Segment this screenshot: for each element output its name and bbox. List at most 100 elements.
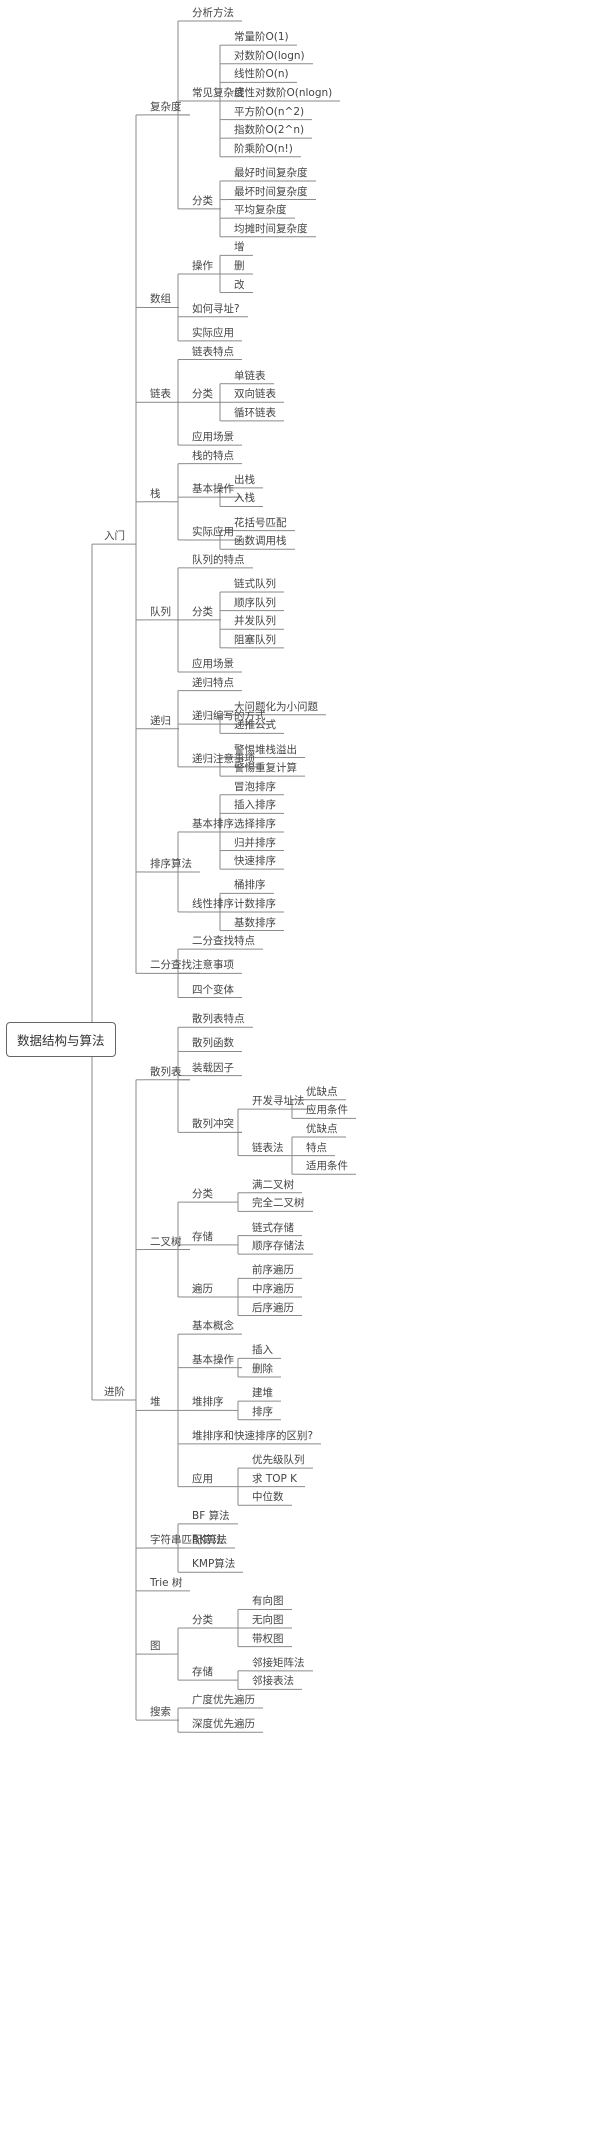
node-0-7[interactable]: 二分查找 [150,959,192,972]
node-0-2-1-1[interactable]: 双向链表 [234,388,276,401]
node-0-0-1-6[interactable]: 阶乘阶O(n!) [234,142,293,155]
node-1-2-4-0[interactable]: 优先级队列 [252,1454,305,1467]
node-0-0-1-2[interactable]: 线性阶O(n) [234,68,289,81]
node-0-3-0[interactable]: 栈的特点 [192,449,234,462]
node-0-2-1[interactable]: 分类 [192,388,213,401]
node-0-0-2-0[interactable]: 最好时间复杂度 [234,166,308,179]
node-0-7-0[interactable]: 二分查找特点 [192,935,255,948]
node-0-4-1-1[interactable]: 顺序队列 [234,596,276,609]
node-1-5-1-1[interactable]: 邻接表法 [252,1675,294,1688]
node-1-2-1[interactable]: 基本操作 [192,1353,234,1366]
node-0-7-2[interactable]: 四个变体 [192,983,234,996]
node-1-2-4-1[interactable]: 求 TOP K [252,1472,298,1485]
node-1-0-2[interactable]: 装载因子 [192,1061,234,1074]
node-0-0-1-5[interactable]: 指数阶O(2^n) [234,124,305,137]
node-1-1-2-0[interactable]: 前序遍历 [252,1264,294,1277]
node-0-5-1-0[interactable]: 大问题化为小问题 [234,700,318,713]
node-0-6-0-3[interactable]: 归并排序 [234,836,276,849]
node-0-6-0[interactable]: 基本排序 [192,817,234,830]
node-1-1-0[interactable]: 分类 [192,1188,213,1201]
node-0[interactable]: 入门 [104,530,125,543]
node-0-0-1-3[interactable]: 线性对数阶O(nlogn) [234,86,333,99]
node-0-1-2[interactable]: 实际应用 [192,326,234,339]
node-1-1-1-1[interactable]: 顺序存储法 [252,1240,305,1253]
node-0-5-2-1[interactable]: 警惕重复计算 [234,762,297,775]
node-1-5-1[interactable]: 存储 [192,1666,213,1679]
node-1-2-0[interactable]: 基本概念 [192,1320,234,1333]
node-1-6-0[interactable]: 广度优先遍历 [192,1694,255,1707]
node-1-6[interactable]: 搜索 [150,1706,171,1719]
node-0-3-1-0[interactable]: 出栈 [234,473,255,486]
node-0-5[interactable]: 递归 [150,714,171,727]
node-0-3-1[interactable]: 基本操作 [192,483,234,496]
node-1-3[interactable]: 字符串匹配算法 [150,1534,224,1547]
node-0-1-0-0[interactable]: 增 [234,241,245,254]
node-1-1[interactable]: 二叉树 [150,1235,182,1248]
node-0-4-0[interactable]: 队列的特点 [192,553,245,566]
node-1-0-1[interactable]: 散列函数 [192,1037,234,1050]
node-0-0-2-3[interactable]: 均摊时间复杂度 [234,222,308,235]
node-1-5-0[interactable]: 分类 [192,1614,213,1627]
node-0-1-0-2[interactable]: 改 [234,278,245,291]
node-1-0-3-0[interactable]: 开发寻址法 [252,1095,305,1108]
node-0-2-0[interactable]: 链表特点 [192,345,234,358]
node-1-2[interactable]: 堆 [150,1396,161,1409]
node-0-6-1-0[interactable]: 桶排序 [234,879,266,892]
node-1-2-4-2[interactable]: 中位数 [252,1491,284,1504]
node-0-0-0[interactable]: 分析方法 [192,7,234,19]
node-1-5-1-0[interactable]: 邻接矩阵法 [252,1656,305,1669]
node-1-1-0-1[interactable]: 完全二叉树 [252,1197,305,1210]
node-0-4-1[interactable]: 分类 [192,605,213,618]
node-1-2-2-0[interactable]: 建堆 [252,1387,273,1400]
node-0-6-1[interactable]: 线性排序 [192,897,234,910]
node-0-4-1-2[interactable]: 并发队列 [234,615,276,628]
node-0-4-1-0[interactable]: 链式队列 [234,578,276,591]
node-0-5-0[interactable]: 递归特点 [192,676,234,689]
node-0-5-2-0[interactable]: 警惕堆栈溢出 [234,743,297,756]
node-1-5-0-2[interactable]: 带权图 [252,1632,284,1645]
node-1-3-2[interactable]: KMP算法 [192,1558,236,1571]
node-1-2-2-1[interactable]: 排序 [252,1405,273,1418]
node-0-4[interactable]: 队列 [150,605,171,618]
node-0-0-2-1[interactable]: 最坏时间复杂度 [234,185,308,198]
node-0-3-2-0[interactable]: 花括号匹配 [234,516,287,529]
node-0-4-1-3[interactable]: 阻塞队列 [234,633,276,646]
node-1-0-0[interactable]: 散列表特点 [192,1013,245,1026]
node-0-6-0-0[interactable]: 冒泡排序 [234,780,276,793]
node-0-4-2[interactable]: 应用场景 [192,658,234,670]
node-1-0-3-1-2[interactable]: 适用条件 [306,1160,348,1173]
node-1-1-1[interactable]: 存储 [192,1230,213,1243]
node-1-4[interactable]: Trie 树 [150,1576,183,1589]
node-0-6[interactable]: 排序算法 [150,857,192,870]
node-0-0-1-0[interactable]: 常量阶O(1) [234,31,289,44]
node-0-5-1-1[interactable]: 递推公式 [234,719,276,732]
node-1-1-2-1[interactable]: 中序遍历 [252,1282,294,1295]
node-0-1-1[interactable]: 如何寻址? [192,302,240,315]
node-0-0-1-4[interactable]: 平方阶O(n^2) [234,105,305,118]
root-node[interactable]: 数据结构与算法 [6,1022,116,1058]
node-0-0-2[interactable]: 分类 [192,194,213,207]
node-0-3-2-1[interactable]: 函数调用栈 [234,535,287,548]
node-1-0-3-1-0[interactable]: 优缺点 [306,1123,338,1135]
node-0-6-1-2[interactable]: 基数排序 [234,916,276,929]
node-1[interactable]: 进阶 [104,1385,125,1398]
node-1-5-0-1[interactable]: 无向图 [252,1614,284,1627]
node-1-0[interactable]: 散列表 [150,1065,182,1078]
node-0-1-0-1[interactable]: 删 [234,259,245,272]
node-0-1-0[interactable]: 操作 [192,259,213,272]
node-0-2-1-0[interactable]: 单链表 [234,369,266,382]
node-1-1-1-0[interactable]: 链式存储 [252,1221,294,1234]
node-1-0-3[interactable]: 散列冲突 [192,1118,234,1131]
node-0-5-1[interactable]: 递归编写的方式 [192,710,266,723]
node-1-2-3[interactable]: 堆排序和快速排序的区别? [192,1429,314,1442]
node-0-0[interactable]: 复杂度 [150,100,182,113]
node-1-2-2[interactable]: 堆排序 [192,1396,224,1409]
node-0-2-2[interactable]: 应用场景 [192,431,234,444]
node-0-6-0-2[interactable]: 选择排序 [234,817,276,830]
node-0-5-2[interactable]: 递归注意事项 [192,752,255,765]
node-0-6-0-4[interactable]: 快速排序 [234,855,276,868]
node-0-0-1[interactable]: 常见复杂度 [192,86,245,99]
node-0-2-1-2[interactable]: 循环链表 [234,406,276,419]
node-0-6-1-1[interactable]: 计数排序 [234,897,276,910]
node-0-6-0-1[interactable]: 插入排序 [234,799,276,812]
